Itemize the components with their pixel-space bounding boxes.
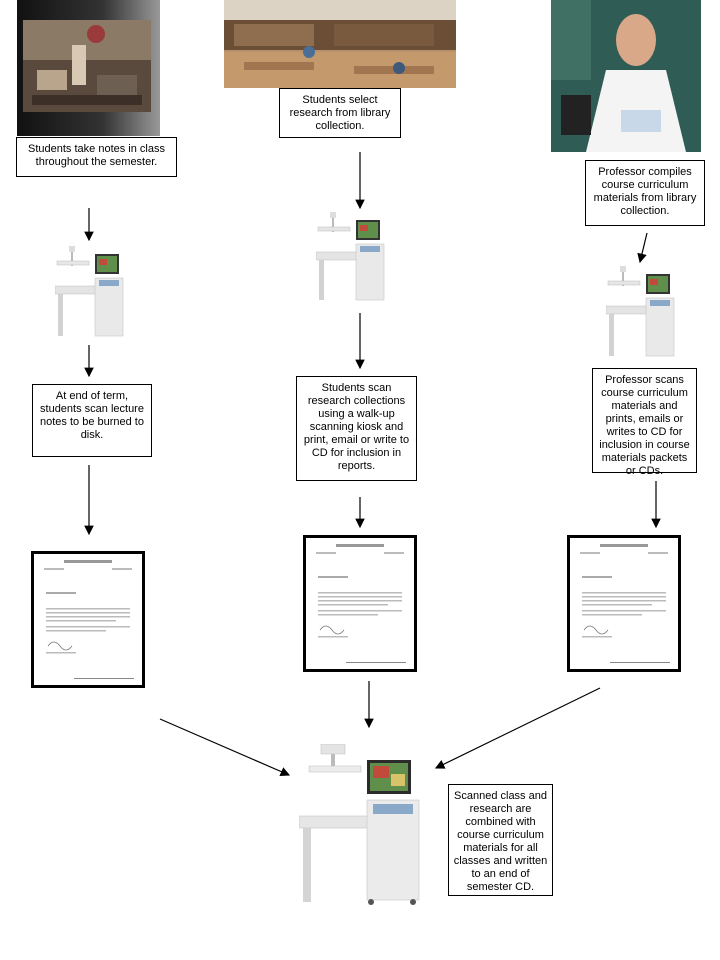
step-students-scan-notes: At end of term, students scan lecture no… (32, 384, 152, 457)
document-thumbnail-left (31, 551, 145, 688)
step-library-research: Students select research from library co… (279, 88, 401, 138)
professor-photo (551, 0, 701, 152)
step-professor-scans: Professor scans course curriculum materi… (592, 368, 697, 477)
step-class-notes: Students take notes in class throughout … (16, 137, 177, 177)
document-thumbnail-right (567, 535, 681, 672)
classroom-photo (17, 0, 160, 136)
scanning-kiosk-middle (316, 212, 385, 301)
scanning-kiosk-final (299, 744, 420, 905)
arrow-prof-to-kiosk (637, 232, 648, 264)
document-thumbnail-middle (303, 535, 417, 672)
library-photo (224, 0, 456, 88)
step-students-scan-research: Students scan research collections using… (296, 376, 417, 481)
step-combined-cd: Scanned class and research are combined … (448, 784, 553, 896)
scanning-kiosk-left (55, 246, 124, 337)
arrow-right-doc-to-final (434, 687, 601, 769)
scanning-kiosk-right (606, 266, 675, 357)
arrow-left-doc-to-final (159, 718, 291, 777)
step-professor-compiles: Professor compiles course curriculum mat… (585, 160, 705, 226)
